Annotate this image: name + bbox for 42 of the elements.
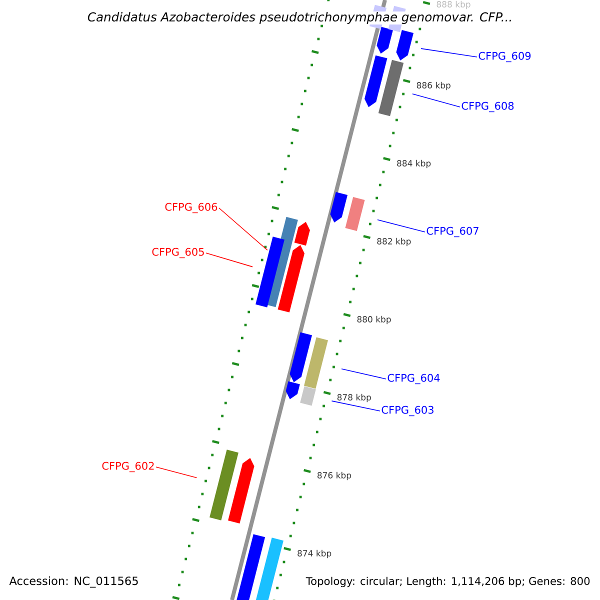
- gene-label: CFPG_606: [165, 202, 218, 214]
- leader-line: [341, 368, 386, 380]
- gene-block: [304, 337, 328, 389]
- gene-block: [234, 534, 266, 600]
- gene-label: CFPG_609: [478, 52, 531, 62]
- tick-label: 888 kbp: [436, 0, 470, 10]
- tick-label: 884 kbp: [397, 160, 431, 168]
- topology-text: Topology: circular; Length: 1,114,206 bp; Genes: 800: [304, 575, 592, 589]
- gene-block: [256, 236, 284, 308]
- gene-label: CFPG_603: [382, 406, 434, 416]
- gene-block: [345, 197, 365, 231]
- leader-line: [156, 466, 198, 478]
- leader-line: [377, 219, 426, 232]
- tick-label: 878 kbp: [337, 394, 371, 402]
- tick-label: 886 kbp: [416, 82, 450, 90]
- gene-block: [364, 55, 388, 108]
- gene-block: [378, 60, 404, 116]
- gene-block: [300, 386, 316, 406]
- gene-block: [228, 458, 254, 524]
- leader-line: [420, 48, 478, 58]
- tick-label: 880 kbp: [357, 316, 391, 324]
- tick-label: 882 kbp: [377, 238, 411, 246]
- tick-label: 876 kbp: [317, 472, 352, 480]
- gene-block: [254, 538, 284, 600]
- accession-text: Accession: NC_011565: [9, 576, 138, 588]
- leader-line: [331, 400, 380, 412]
- gene-label: CFPG_608: [462, 102, 514, 112]
- leader-line: [412, 94, 460, 108]
- gene-label: CFPG_605: [152, 248, 204, 258]
- gene-block: [278, 245, 304, 312]
- gene-block: [294, 222, 310, 246]
- tick-label: 874 kbp: [298, 550, 332, 558]
- gene-label: CFPG_607: [426, 226, 478, 238]
- gene-label: CFPG_604: [388, 374, 440, 384]
- gene-label: CFPG_602: [102, 462, 154, 472]
- gene-block: [210, 450, 238, 520]
- gene-block: [286, 381, 300, 400]
- title: Candidatus Azobacteroides pseudotrichonymphae genomovar. CFP...: [86, 11, 514, 25]
- leader-line: [218, 208, 268, 251]
- gene-block: [290, 332, 312, 382]
- gene-block: [330, 192, 348, 223]
- leader-line: [206, 252, 253, 268]
